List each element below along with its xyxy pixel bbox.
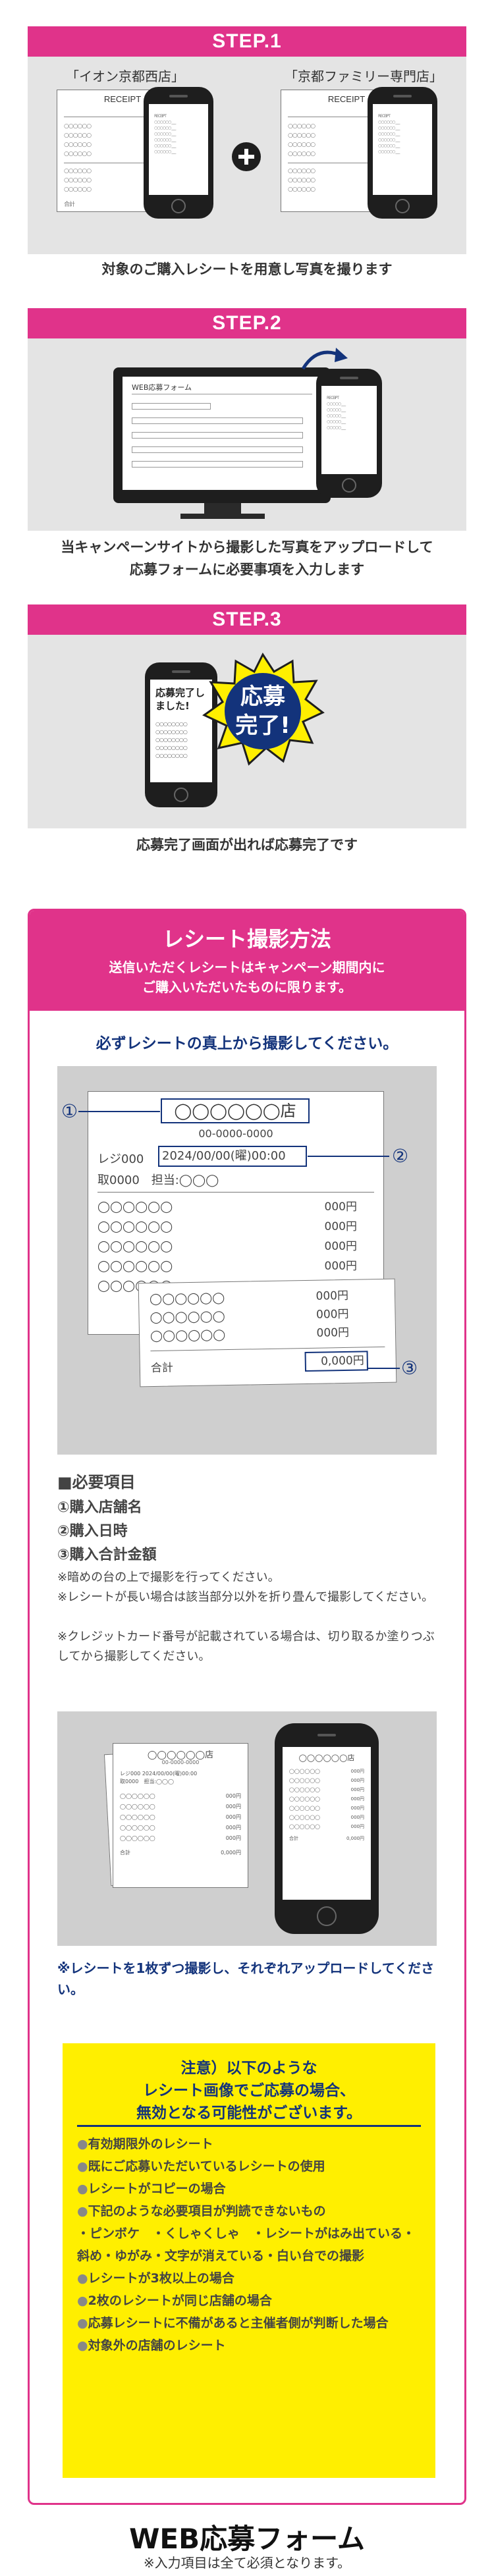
step1-panel: STEP.1 「イオン京都西店」 「京都ファミリー専門店」 RECEIPT ○○… xyxy=(28,26,466,254)
step1-caption: 対象のご購入レシートを用意し写真を撮ります xyxy=(101,261,393,277)
list-item: ◯◯◯◯◯◯ xyxy=(97,1240,173,1253)
marker-1: ① xyxy=(61,1100,78,1122)
list-item: ●応募レシートに不備があると主催者側が判断した場合 xyxy=(77,2316,389,2330)
phone-upload: RECEIPT○○○○○ ___○○○○○ ___○○○○○ ___○○○○○ … xyxy=(316,369,382,498)
list-item: ●レシートがコピーの場合 xyxy=(77,2182,226,2196)
warning-list: ●有効期限外のレシート ●既にご応募いただいているレシートの使用 ●レシートがコ… xyxy=(77,2133,421,2357)
phone-left: RECEIPT○○○○○○ ___○○○○○○ ___○○○○○○ ___○○○… xyxy=(144,87,213,219)
list-item: ●レシートが3枚以上の場合 xyxy=(77,2271,234,2286)
step3-label: STEP.3 xyxy=(28,604,466,635)
guide-subtitle-2: ご購入いただいたものに限ります。 xyxy=(142,979,352,995)
complete-burst-icon xyxy=(202,652,325,766)
upload-arrow-icon xyxy=(301,348,348,370)
example-receipt: ◯◯◯◯◯◯店 00-0000-0000 レジ000 2024/00/00(曜)… xyxy=(113,1743,248,1888)
form-required-note: ※入力項目は全て必須となります。 xyxy=(143,2555,351,2571)
phone-complete-text: 応募完了しました! xyxy=(155,687,206,712)
receipt-sample-area: ◯◯◯◯◯◯店 00-0000-0000 レジ000 2024/00/00(曜)… xyxy=(57,1066,437,1455)
receipt-guide-card: レシート撮影方法 送信いただくレシートはキャンペーン期間内に ご購入いただいたも… xyxy=(28,909,466,2505)
warning-title-2: レシート画像でご応募の場合、 xyxy=(143,2082,355,2099)
list-item: ●下記のような必要項目が判読できないもの xyxy=(77,2204,326,2218)
receipt-title: RECEIPT xyxy=(103,94,142,104)
warning-title-1: 注意）以下のような xyxy=(180,2060,317,2077)
step2-panel: STEP.2 WEB応募フォーム RECEIPT○○○○○ ___○○○○○ _… xyxy=(28,308,466,531)
marker-3: ③ xyxy=(401,1357,418,1379)
phone-complete: 応募完了しました! ○○○○○○○○○○○○○○○○○○○○○○○○○○○○○○… xyxy=(145,662,217,807)
one-by-one-note: ※レシートを1枚ずつ撮影し、それぞれアップロードしてください。 xyxy=(57,1960,435,1997)
step2-label: STEP.2 xyxy=(28,308,466,338)
marker-2: ② xyxy=(392,1145,409,1167)
monitor-illustration: WEB応募フォーム xyxy=(113,367,331,503)
list-item: ・ピンボケ ・くしゃくしゃ ・レシートがはみ出ている・斜め・ゆがみ・文字が消えて… xyxy=(77,2226,416,2263)
required-item-1: ①購入店舗名 xyxy=(57,1499,142,1516)
sample-staff: 取0000 担当:◯◯◯ xyxy=(97,1173,219,1187)
bubble-text-2: 完了! xyxy=(235,712,290,739)
list-item: ◯◯◯◯◯◯ xyxy=(150,1328,226,1343)
form-window-title: WEB応募フォーム xyxy=(132,383,192,392)
required-heading: ■必要項目 xyxy=(57,1473,136,1491)
sample-datetime: 2024/00/00(曜)00:00 xyxy=(158,1146,307,1167)
note-2: ※レシートが長い場合は該当部分以外を折り畳んで撮影してください。 xyxy=(57,1590,434,1604)
step1-store-left: 「イオン京都西店」 xyxy=(66,68,184,84)
list-item: ●2枚のレシートが同じ店舗の場合 xyxy=(77,2294,272,2308)
form-title: WEB応募フォーム xyxy=(129,2523,365,2555)
photo-example-area: ◯◯◯◯◯◯店 00-0000-0000 レジ000 2024/00/00(曜)… xyxy=(57,1711,437,1946)
receipt-sample-lower: ◯◯◯◯◯◯000円 ◯◯◯◯◯◯000円 ◯◯◯◯◯◯000円 合計 0,00… xyxy=(138,1278,397,1387)
warning-box: 注意）以下のような レシート画像でご応募の場合、 無効となる可能性がございます。… xyxy=(63,2043,435,2478)
guide-subtitle-1: 送信いただくレシートはキャンペーン期間内に xyxy=(109,959,385,975)
list-item: ◯◯◯◯◯◯ xyxy=(149,1291,225,1306)
receipt-title: RECEIPT xyxy=(327,94,366,104)
note-3: ※クレジットカード番号が記載されている場合は、切り取るか塗りつぶしてから撮影して… xyxy=(57,1630,435,1663)
example-phone: ◯◯◯◯◯◯店 ◯◯◯◯◯◯000円 ◯◯◯◯◯◯000円 ◯◯◯◯◯◯000円… xyxy=(275,1723,379,1934)
required-item-2: ②購入日時 xyxy=(57,1523,128,1540)
step3-caption: 応募完了画面が出れば応募完了です xyxy=(136,837,358,853)
step2-caption-2: 応募フォームに必要事項を入力します xyxy=(129,562,365,577)
list-item: ◯◯◯◯◯◯ xyxy=(97,1260,173,1273)
list-item: ●既にご応募いただいているレシートの使用 xyxy=(77,2159,325,2174)
required-item-3: ③購入合計金額 xyxy=(57,1547,157,1563)
sample-total-value: 0,000円 xyxy=(304,1351,369,1372)
guide-title: レシート撮影方法 xyxy=(162,926,331,952)
step2-caption-1: 当キャンペーンサイトから撮影した写真をアップロードして xyxy=(61,539,433,555)
note-1: ※暗めの台の上で撮影を行ってください。 xyxy=(57,1570,280,1584)
sample-total-label: 合計 xyxy=(150,1361,174,1376)
step1-store-right: 「京都ファミリー専門店」 xyxy=(285,68,443,84)
sample-store-name: ◯◯◯◯◯◯店 xyxy=(161,1098,310,1123)
bubble-text-1: 応募 xyxy=(240,684,285,710)
sample-phone: 00-0000-0000 xyxy=(198,1127,273,1140)
sample-register: レジ000 xyxy=(97,1152,144,1166)
list-item: ◯◯◯◯◯◯ xyxy=(150,1310,225,1325)
step3-panel: STEP.3 応募完了しました! ○○○○○○○○○○○○○○○○○○○○○○○… xyxy=(28,604,466,828)
phone-right: RECEIPT○○○○○○ ___○○○○○○ ___○○○○○○ ___○○○… xyxy=(368,87,437,219)
list-item: ●対象外の店舗のレシート xyxy=(77,2338,226,2353)
guide-header: レシート撮影方法 送信いただくレシートはキャンペーン期間内に ご購入いただいたも… xyxy=(30,911,464,1011)
guide-lead: 必ずレシートの真上から撮影してください。 xyxy=(96,1035,398,1052)
list-item: ◯◯◯◯◯◯ xyxy=(97,1200,173,1214)
list-item: ●有効期限外のレシート xyxy=(77,2137,213,2151)
plus-icon xyxy=(232,142,261,171)
step1-label: STEP.1 xyxy=(28,26,466,57)
warning-title-3: 無効となる可能性がございます。 xyxy=(136,2105,362,2122)
list-item: ◯◯◯◯◯◯ xyxy=(97,1220,173,1233)
